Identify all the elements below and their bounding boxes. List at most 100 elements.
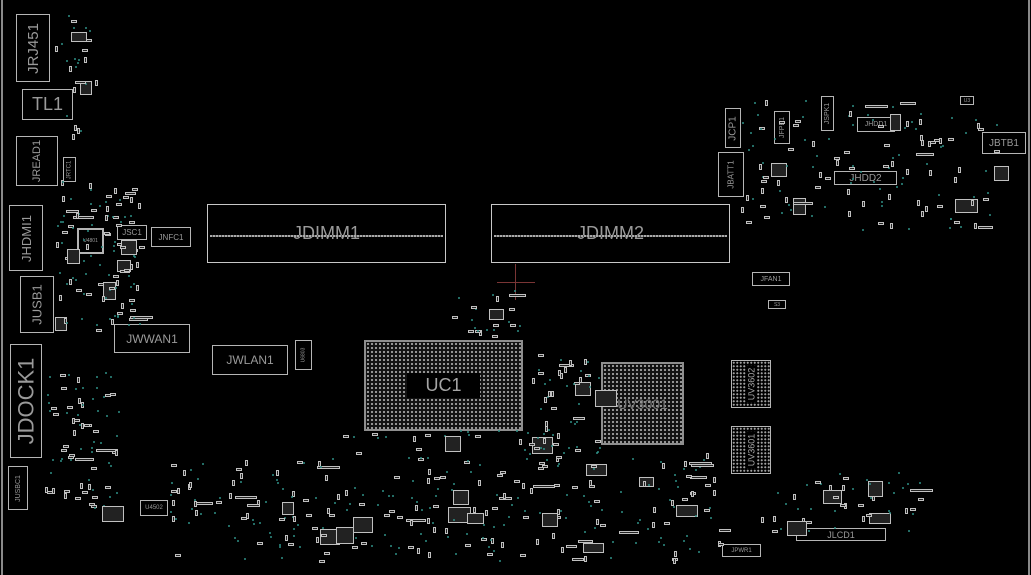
component-jfpb1[interactable]: JFPB1 — [774, 111, 790, 144]
smd-pad — [74, 125, 77, 132]
smd-pad — [315, 536, 319, 543]
component-jcp1[interactable]: JCP1 — [725, 108, 741, 148]
via — [756, 114, 759, 117]
smd-pad — [115, 449, 119, 456]
component-jread1[interactable]: JREAD1 — [16, 136, 58, 186]
via — [820, 483, 823, 486]
smd-pad — [661, 463, 665, 470]
component-s3[interactable]: S3 — [768, 300, 786, 309]
smd-pad — [46, 490, 53, 494]
smd-pad — [67, 248, 81, 264]
via — [557, 462, 560, 465]
component-jdimm2[interactable]: JDIMM2 — [491, 204, 730, 263]
component-u4502[interactable]: U4502 — [140, 500, 168, 516]
component-u4801[interactable]: U4801 — [77, 228, 104, 254]
via — [333, 502, 336, 505]
component-jsc1[interactable]: JSC1 — [117, 225, 147, 240]
component-jusbc1[interactable]: JUSBC1 — [8, 466, 28, 510]
smd-pad — [388, 509, 395, 513]
component-jwlan1[interactable]: JWLAN1 — [212, 345, 288, 375]
smd-pad — [784, 196, 788, 203]
via — [511, 504, 514, 506]
component-jspk1[interactable]: JSPK1 — [821, 96, 834, 131]
smd-pad — [795, 119, 802, 123]
via — [708, 506, 711, 509]
via — [381, 489, 384, 492]
smd-pad — [849, 111, 853, 118]
smd-pad — [836, 159, 840, 166]
via — [291, 516, 294, 519]
via — [660, 460, 663, 463]
via — [548, 379, 551, 382]
component-jdimm1[interactable]: JDIMM1 — [207, 204, 446, 263]
smd-pad — [552, 533, 556, 540]
smd-pad — [993, 165, 1010, 181]
via — [588, 386, 591, 389]
component-uv3601[interactable]: UV3601 — [731, 426, 771, 474]
component-u3[interactable]: U3 — [960, 96, 974, 105]
smd-pad — [849, 167, 856, 171]
smd-pad — [502, 493, 506, 500]
via — [897, 472, 900, 475]
smd-pad — [371, 432, 378, 436]
via — [435, 494, 438, 497]
via — [103, 395, 106, 398]
component-u6803[interactable]: U6803 — [295, 340, 312, 370]
via — [552, 433, 554, 436]
via — [827, 137, 830, 140]
via — [82, 292, 85, 295]
component-jdock1[interactable]: JDOCK1 — [10, 344, 42, 458]
via — [252, 519, 255, 522]
smd-pad — [131, 187, 138, 191]
via — [86, 230, 89, 233]
component-uc1[interactable]: UC1 — [364, 340, 523, 431]
via — [353, 486, 356, 489]
component-jnfc1[interactable]: JNFC1 — [151, 227, 191, 247]
smd-pad — [412, 436, 416, 443]
via — [278, 546, 281, 549]
component-tl1[interactable]: TL1 — [22, 89, 73, 120]
via — [105, 200, 108, 203]
smd-pad — [759, 163, 763, 170]
component-jbtb1[interactable]: JBTB1 — [982, 132, 1026, 154]
via — [296, 524, 299, 527]
smd-pad — [584, 373, 591, 377]
via — [65, 59, 68, 62]
component-jusb1[interactable]: JUSB1 — [20, 276, 54, 333]
via — [234, 536, 237, 539]
smd-pad — [718, 543, 725, 547]
component-label: JSC1 — [122, 228, 142, 237]
component-jfan1[interactable]: JFAN1 — [752, 272, 790, 286]
via — [881, 200, 884, 203]
via — [526, 431, 529, 434]
via — [912, 512, 915, 515]
component-jrj451[interactable]: JRJ451 — [16, 14, 50, 82]
via — [926, 162, 929, 165]
via — [59, 221, 62, 224]
component-jrtc1[interactable]: JRTC1 — [63, 157, 76, 182]
component-jwwan1[interactable]: JWWAN1 — [114, 324, 190, 353]
component-jhdmi1[interactable]: JHDMI1 — [9, 205, 43, 271]
smd-pad — [88, 183, 92, 190]
component-jhdd2[interactable]: JHDD2 — [834, 171, 897, 185]
smd-pad — [481, 538, 488, 542]
via — [636, 522, 639, 525]
via — [523, 510, 526, 513]
via — [116, 314, 119, 317]
smd-pad — [77, 376, 81, 383]
via — [949, 226, 952, 229]
component-uv3602[interactable]: UV3602 — [731, 360, 771, 408]
smd-pad — [452, 316, 459, 320]
smd-pad — [129, 220, 136, 224]
component-label: U4801 — [83, 238, 98, 244]
component-jbatt1[interactable]: JBATT1 — [718, 152, 744, 197]
component-jpwr1[interactable]: JPWR1 — [722, 544, 761, 557]
smd-pad — [80, 483, 84, 490]
via — [539, 407, 542, 410]
via — [789, 208, 792, 211]
smd-pad — [915, 153, 935, 157]
smd-pad — [977, 128, 984, 132]
smd-pad — [705, 452, 709, 459]
smd-pad — [170, 489, 177, 493]
